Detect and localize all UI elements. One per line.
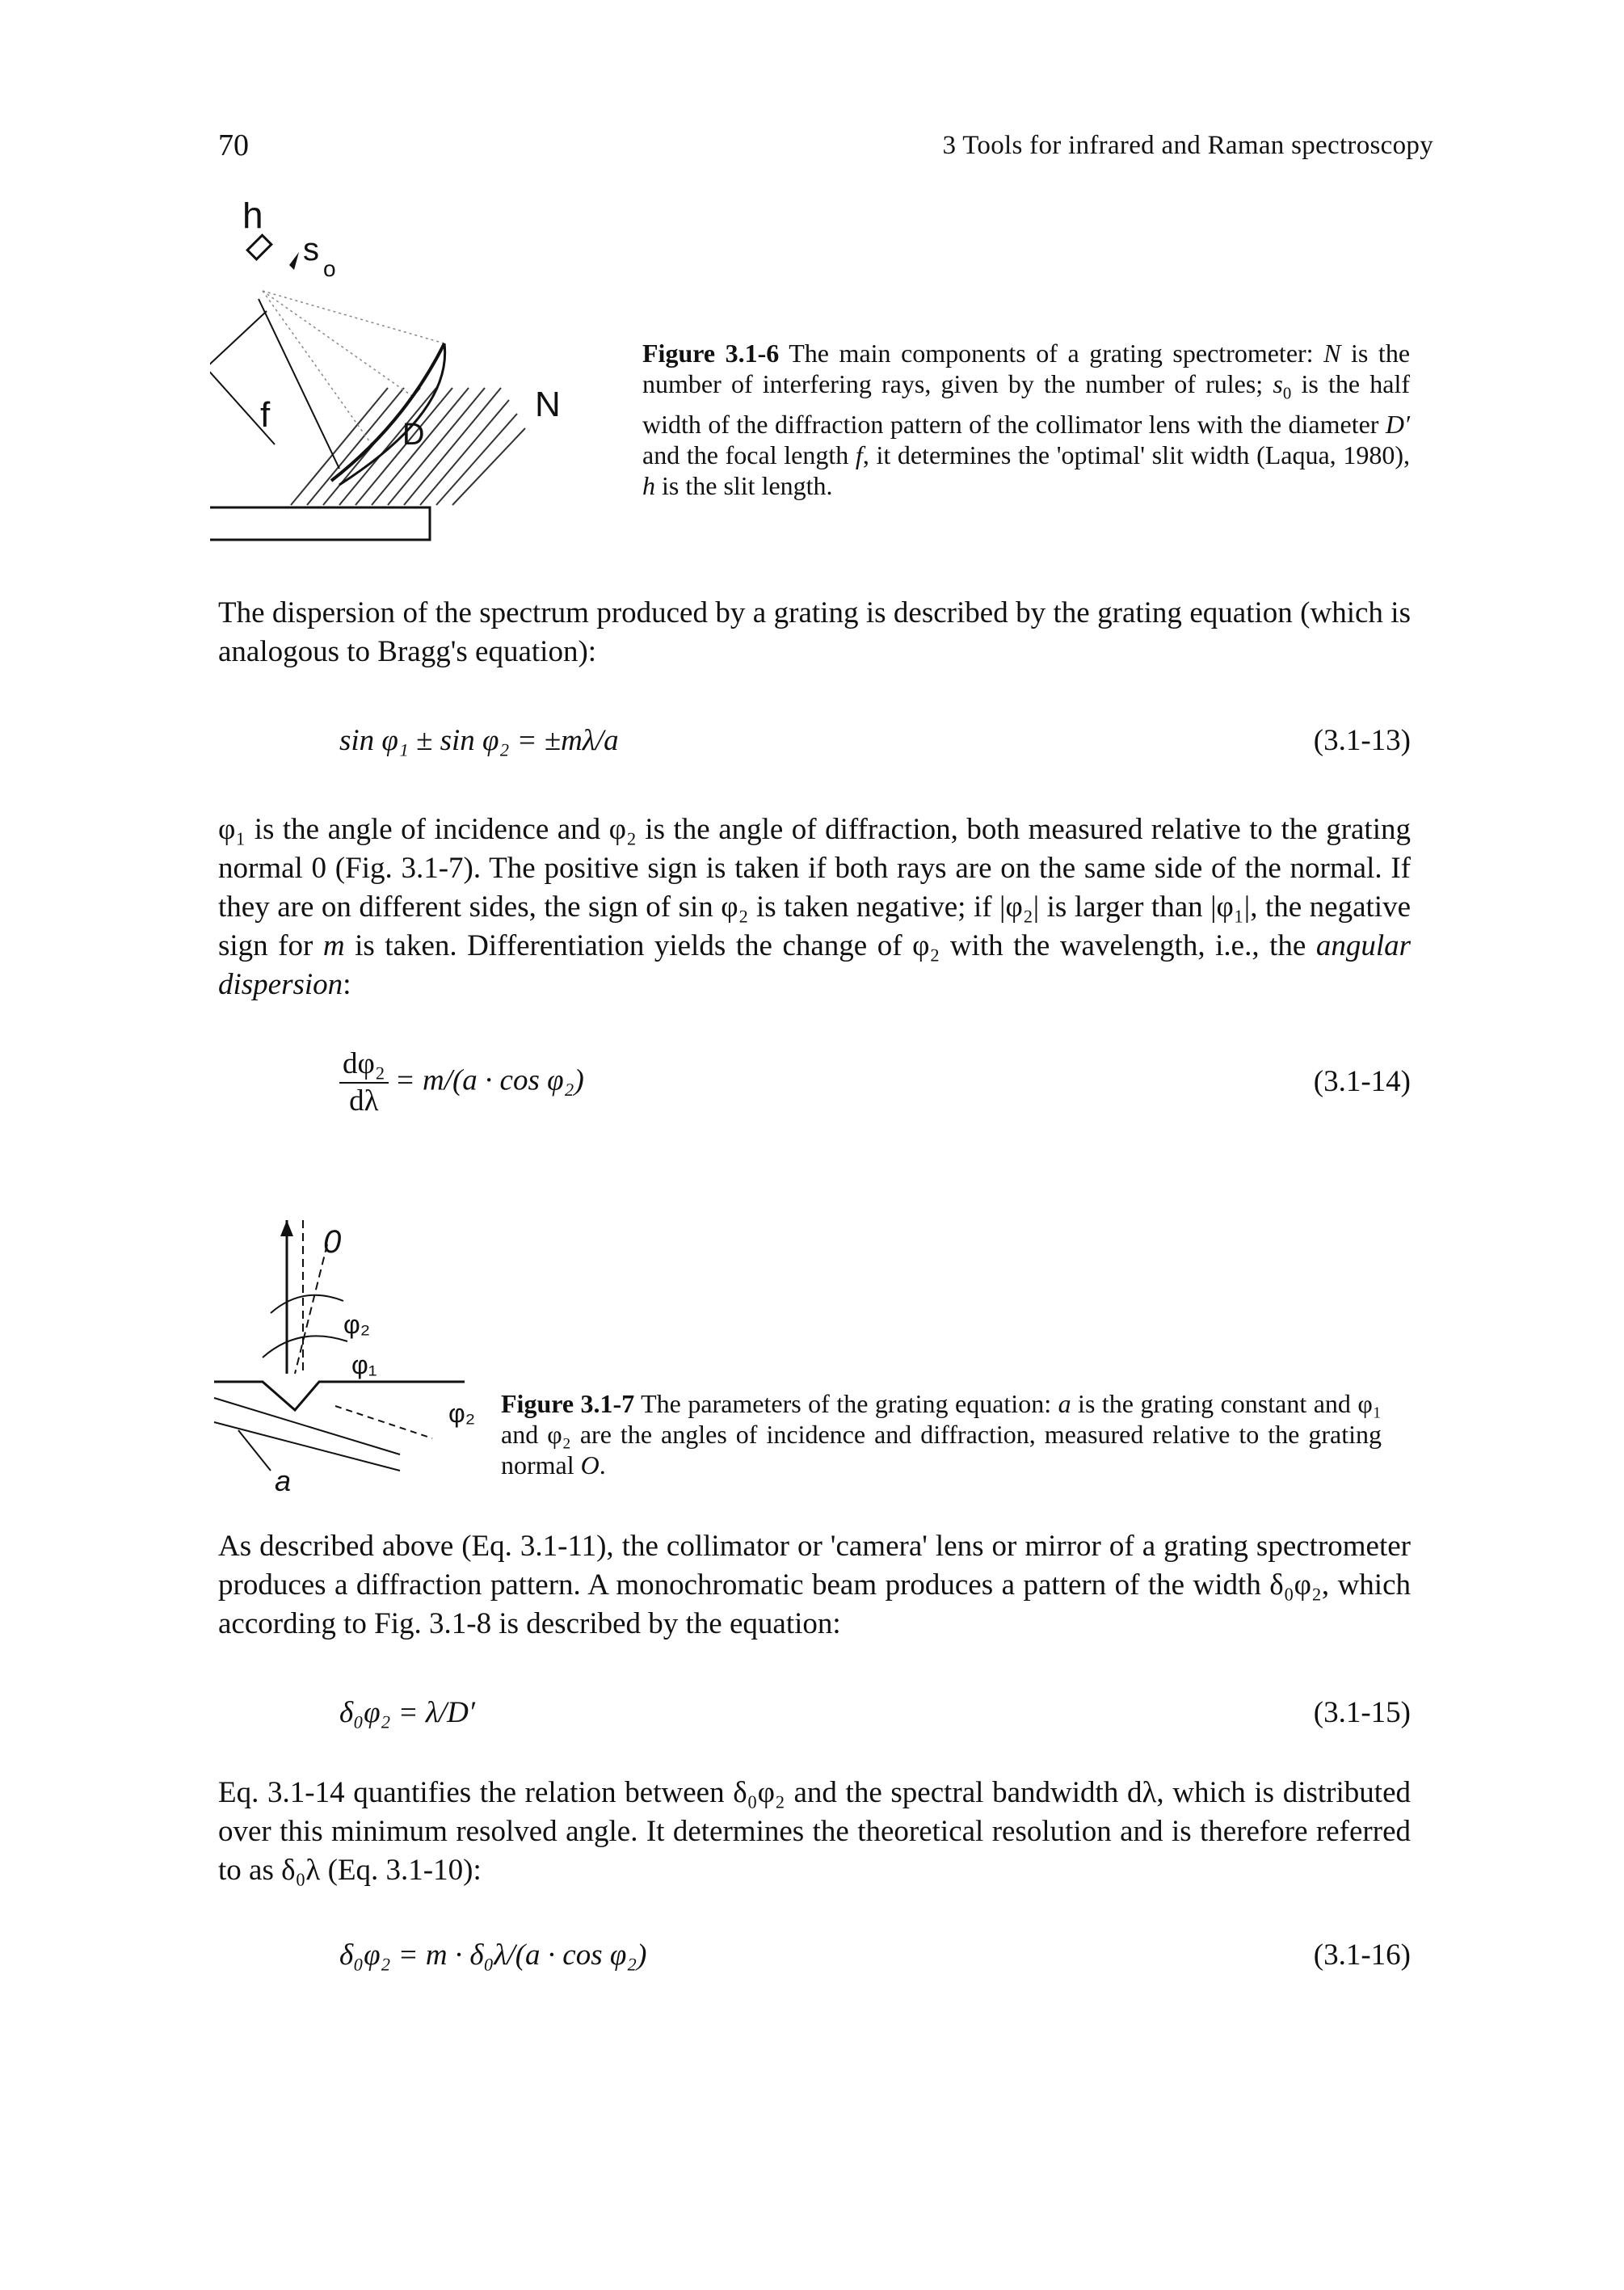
equation-number: (3.1-14) xyxy=(1313,1065,1411,1098)
label-s0: s xyxy=(303,232,319,267)
equation-number: (3.1-15) xyxy=(1313,1696,1411,1729)
equation-3-1-16: δ₀φ₂ = m · δ₀λ/(a · cos φ₂) (3.1-16) xyxy=(218,1938,1411,1976)
label-a: a xyxy=(275,1464,291,1497)
label-h: h xyxy=(242,202,263,236)
label-phi2: φ₂ xyxy=(343,1310,370,1339)
equation-fraction: dφ₂ dλ xyxy=(339,1046,389,1119)
paragraph-resolution: Eq. 3.1-14 quantifies the relation betwe… xyxy=(218,1776,1411,1887)
figure-3-1-6-caption: Figure 3.1-6 The main components of a gr… xyxy=(642,339,1411,501)
label-d: D xyxy=(402,418,424,452)
label-normal-0: 0 xyxy=(323,1224,341,1260)
label-s0-sub: o xyxy=(323,256,336,281)
figure-3-1-6-diagram: h s o f D N xyxy=(210,202,561,541)
equation-number: (3.1-16) xyxy=(1313,1939,1411,1972)
paragraph-grating-dispersion: The dispersion of the spectrum produced … xyxy=(218,596,1411,668)
figure-3-1-7-diagram: 0 φ₂ φ₁ φ₂ a xyxy=(213,1220,475,1497)
paragraph-diffraction-pattern: As described above (Eq. 3.1-11), the col… xyxy=(218,1530,1411,1640)
label-phi1: φ₁ xyxy=(351,1350,377,1379)
figure-3-1-7-caption: Figure 3.1-7 The parameters of the grati… xyxy=(501,1389,1382,1480)
label-f: f xyxy=(260,395,271,435)
equation-expression: sin φ₁ ± sin φ₂ = ±mλ/a xyxy=(339,724,619,757)
term-angular-dispersion: angular dispersion xyxy=(218,929,1411,1001)
caption-label: Figure 3.1-6 xyxy=(642,339,780,368)
equation-expression: δ₀φ₂ = λ/D′ xyxy=(339,1696,475,1729)
page-number: 70 xyxy=(218,128,249,162)
running-title: 3 Tools for infrared and Raman spectrosc… xyxy=(942,131,1433,160)
label-phi2-lower: φ₂ xyxy=(448,1399,475,1428)
equation-rhs: = m/(a · cos φ₂) xyxy=(394,1063,584,1097)
equation-number: (3.1-13) xyxy=(1313,724,1411,757)
equation-expression: δ₀φ₂ = m · δ₀λ/(a · cos φ₂) xyxy=(339,1939,647,1972)
caption-label: Figure 3.1-7 xyxy=(501,1389,635,1418)
equation-3-1-15: δ₀φ₂ = λ/D′ (3.1-15) xyxy=(218,1695,1411,1734)
equation-3-1-13: sin φ₁ ± sin φ₂ = ±mλ/a (3.1-13) xyxy=(218,723,1411,762)
label-n: N xyxy=(535,385,561,424)
equation-3-1-14: dφ₂ dλ = m/(a · cos φ₂) (3.1-14) xyxy=(218,1046,1411,1123)
paragraph-angles: φ₁ is the angle of incidence and φ₂ is t… xyxy=(218,813,1411,1001)
